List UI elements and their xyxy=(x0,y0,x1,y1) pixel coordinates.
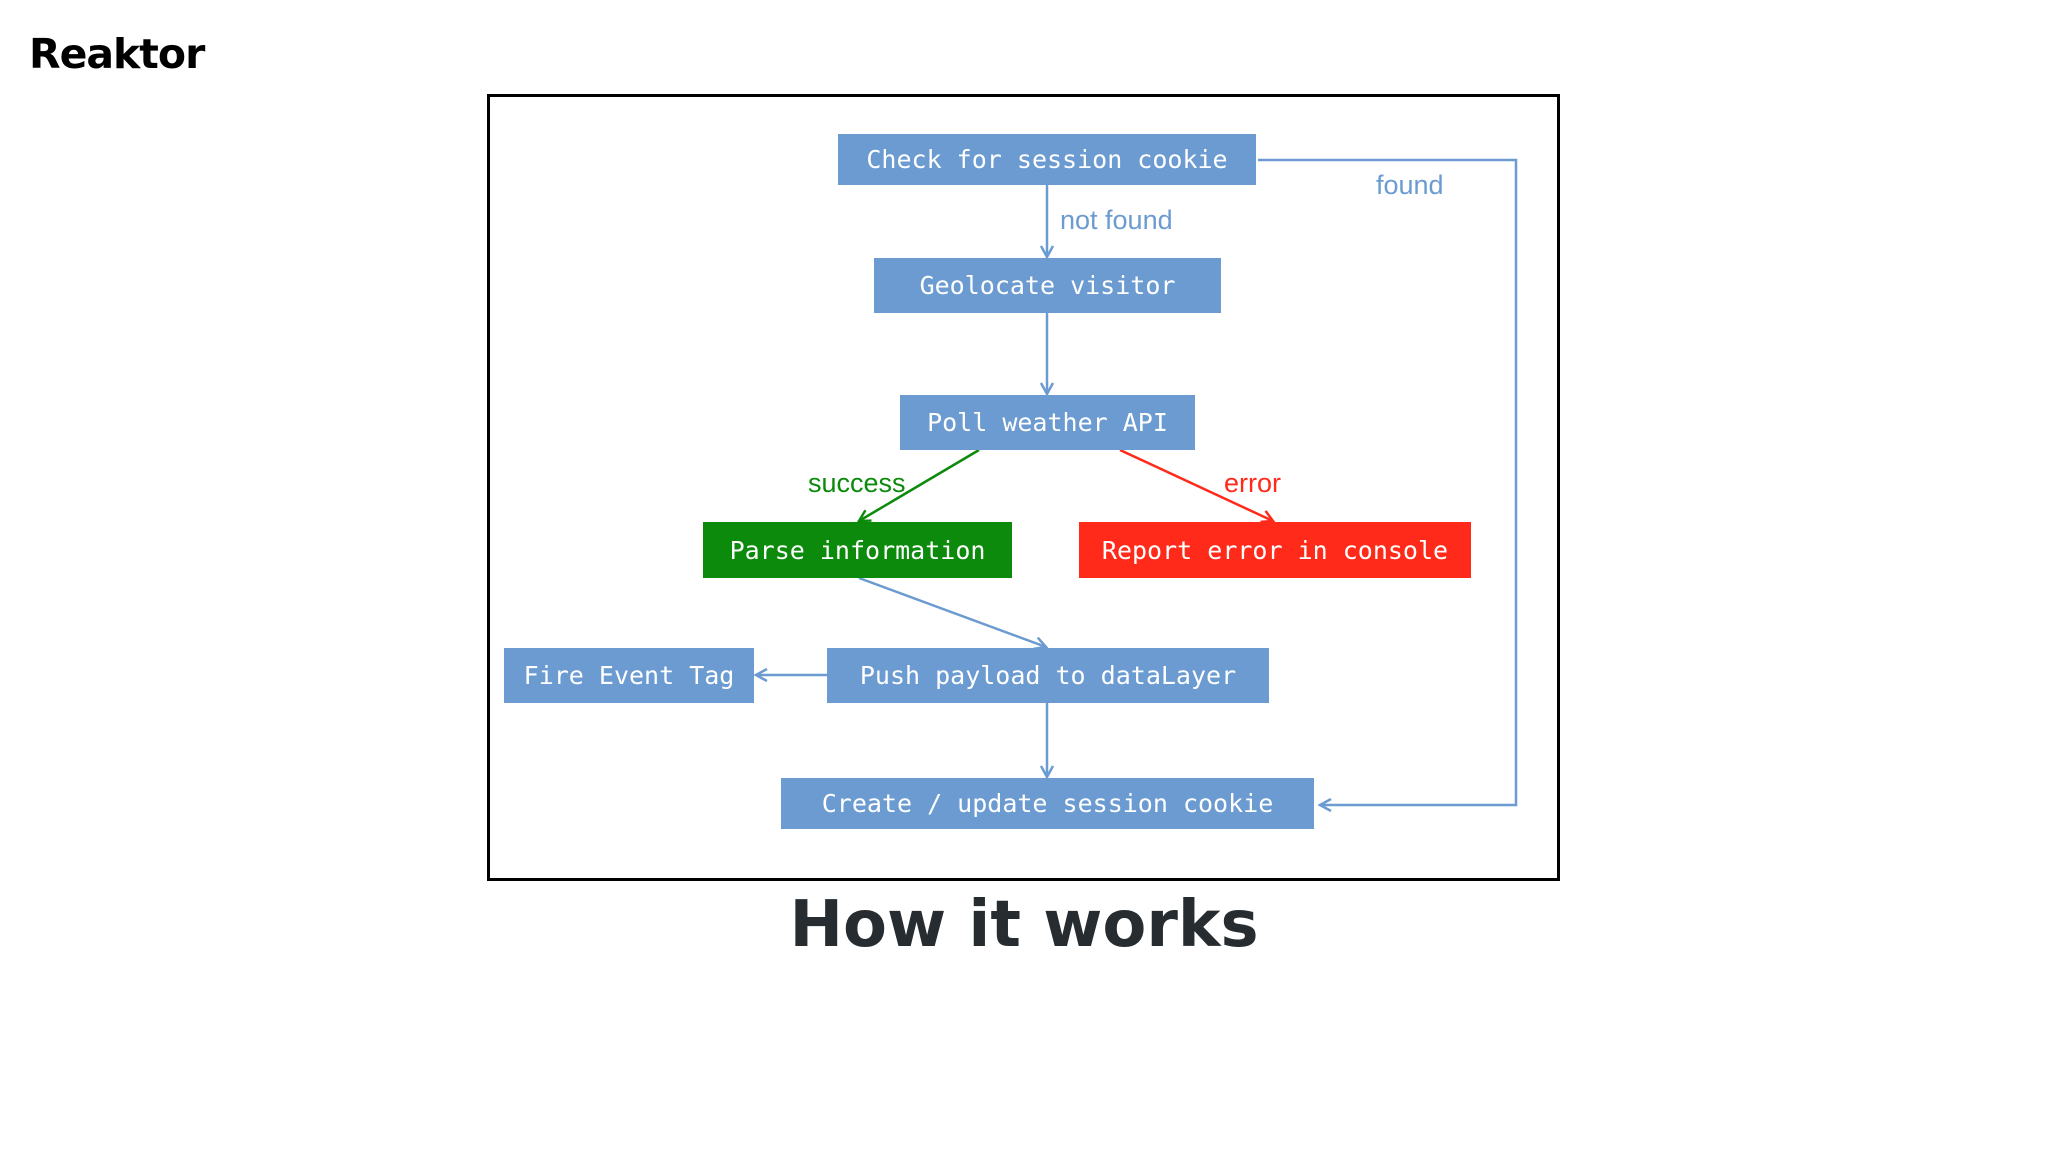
node-push-payload: Push payload to dataLayer xyxy=(827,648,1269,703)
node-report-error: Report error in console xyxy=(1079,522,1471,578)
node-check-session-cookie: Check for session cookie xyxy=(838,134,1256,185)
flowchart-connectors xyxy=(490,158,1518,878)
slide-caption: How it works xyxy=(789,888,1259,962)
edge-success xyxy=(859,448,980,521)
node-geolocate-visitor: Geolocate visitor xyxy=(874,258,1221,313)
node-update-session-cookie: Create / update session cookie xyxy=(781,778,1314,829)
edge-label-not-found: not found xyxy=(1060,205,1173,235)
node-parse-information: Parse information xyxy=(703,522,1012,578)
node-poll-weather-api: Poll weather API xyxy=(900,395,1195,450)
edge-label-error: error xyxy=(1224,468,1282,498)
reaktor-logo: Reaktor xyxy=(29,30,205,78)
edge-found xyxy=(1258,158,1518,805)
edge-label-found: found xyxy=(1376,170,1444,200)
edge-label-success: success xyxy=(808,468,906,498)
diagram-frame: Check for session cookie Geolocate visit… xyxy=(487,94,1560,881)
node-fire-event-tag: Fire Event Tag xyxy=(504,648,754,703)
edge-error xyxy=(1119,448,1273,521)
edge-parse-to-push xyxy=(858,576,1046,647)
